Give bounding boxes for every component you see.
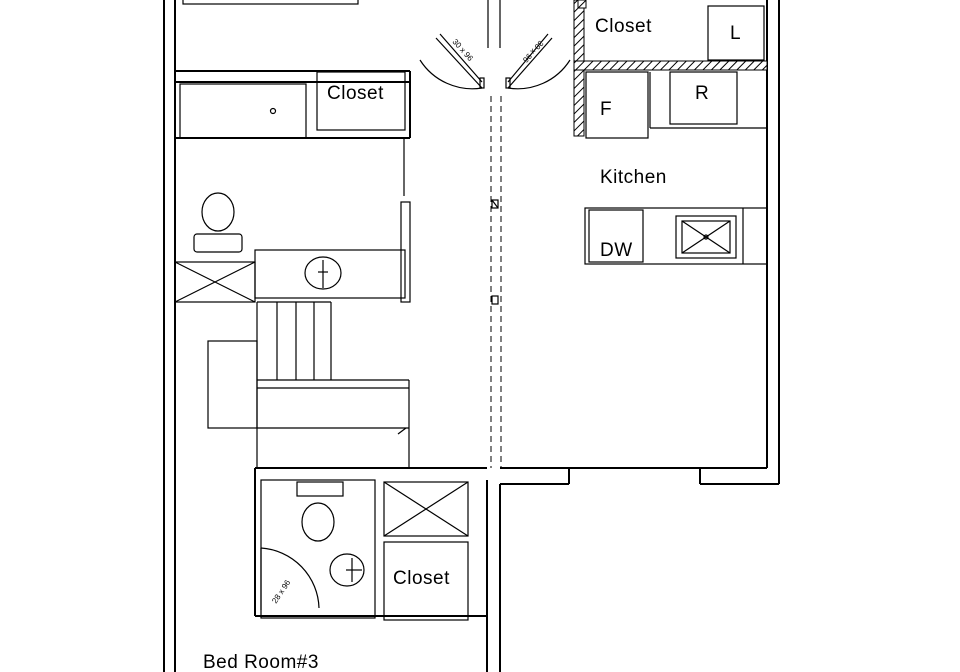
bifold-door-left: 30 x 96 [419,33,485,90]
range-box [669,71,738,125]
bathtub [179,83,307,139]
kitchen-upper: Closet L F R Kitchen [573,0,768,188]
bifold-door-right: 30 x 96 [505,33,571,90]
room-label-closet: Closet [393,568,450,589]
dishwasher-box [588,209,644,263]
center-partition [487,0,502,468]
chase [383,481,469,537]
room-label-closet: Closet [327,83,384,104]
bathroom-upper: Closet [174,70,411,303]
fridge-box [585,71,649,139]
room-label-closet: Closet [595,16,652,37]
vanity [254,249,406,299]
sink-icon [329,553,365,587]
fridge-label: F [600,99,612,120]
door-size-label: 28 x 96 [270,578,292,605]
closet-box [316,71,406,131]
bathroom-lower: 28 x 96 Closet [254,467,487,621]
door-size-label: 30 x 96 [521,39,546,65]
room-label-kitchen: Kitchen [600,167,667,188]
laundry-label: L [730,23,741,44]
laundry-box [707,5,765,61]
toilet-icon [201,192,235,232]
kitchen-island: DW [584,207,768,265]
toilet-icon [301,502,335,542]
room-label-bedroom: Bed Room#3 [203,652,319,672]
upper-cabinet [182,0,359,5]
exterior-walls [163,0,780,672]
sink-icon [304,256,342,290]
dishwasher-label: DW [600,240,633,261]
staircase [207,301,410,468]
range-label: R [695,83,709,104]
kitchen-sink-icon [675,215,737,259]
closet-box [383,541,469,621]
